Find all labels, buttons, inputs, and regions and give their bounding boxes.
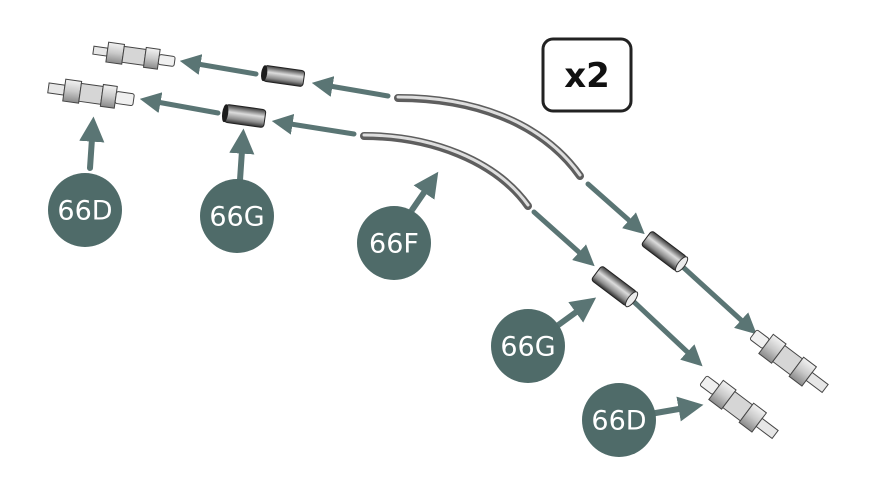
quantity-badge: x2 <box>541 37 633 113</box>
sleeve-top-left <box>261 65 306 87</box>
connector-lower-right <box>699 375 779 440</box>
callout-66d-bottom-label: 66D <box>591 406 646 437</box>
callout-66f-label: 66F <box>369 229 419 260</box>
sleeve-upper-right <box>641 231 689 273</box>
sleeve-bottom-left <box>221 104 267 128</box>
assembly-arrows <box>139 54 757 367</box>
tube-lower <box>360 132 532 210</box>
connector-bottom-left <box>47 78 135 109</box>
callout-pointers <box>79 116 704 422</box>
callout-66d-bottom: 66D <box>582 383 656 457</box>
callout-66g-top-label: 66G <box>209 202 264 233</box>
callout-66g-bottom: 66G <box>491 309 565 383</box>
callout-66d-top: 66D <box>48 173 122 247</box>
connector-upper-right <box>749 329 829 394</box>
callout-66g-bottom-label: 66G <box>500 332 555 363</box>
quantity-text: x2 <box>564 56 610 96</box>
callout-66d-top-label: 66D <box>57 196 112 227</box>
sleeve-lower-right <box>591 266 639 308</box>
connector-top-left <box>92 41 176 70</box>
callout-66f: 66F <box>357 206 431 280</box>
callout-66g-top: 66G <box>200 179 274 253</box>
